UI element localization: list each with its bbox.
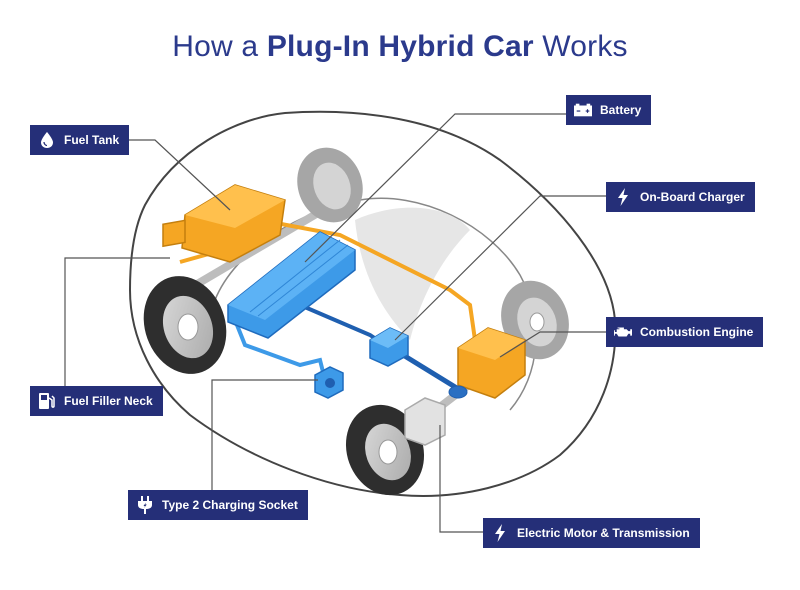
label-engine: Combustion Engine [606,317,764,347]
title-suffix: Works [533,30,628,63]
label-filler-text: Fuel Filler Neck [64,394,153,408]
leader-socket [211,379,318,497]
label-filler: Fuel Filler Neck [30,386,163,416]
fuel-tank-shape [181,184,286,263]
title-bold: Plug-In Hybrid Car [266,30,534,63]
battery-shape [227,231,356,339]
label-motor: Electric Motor & Transmission [483,518,700,548]
socket-shape [314,366,344,399]
leader-lines [64,113,608,533]
fuel-line [259,218,477,341]
leader-engine [499,331,608,358]
socket-cable [233,319,327,381]
label-charger-text: On-Board Charger [640,190,745,204]
leader-fuel-tank [126,139,231,211]
label-motor-text: Electric Motor & Transmission [517,526,690,540]
battery-icon [574,100,592,120]
motor-shape [404,385,468,446]
fuel-drop-icon [38,130,56,150]
watermark-swoosh [355,207,470,340]
lightning-icon [614,187,632,207]
label-engine-text: Combustion Engine [640,325,754,339]
title-prefix: How a [172,30,267,63]
fuel-filler-neck-shape [162,219,186,248]
engine-icon [614,322,632,342]
leader-battery [304,113,568,263]
lightning-icon [491,523,509,543]
label-battery: Battery [566,95,652,125]
charger-shape [369,327,409,367]
leader-charger [394,195,608,341]
fuel-pump-icon [38,391,56,411]
engine-shape [457,327,526,399]
leader-motor [439,425,484,533]
wheel-rear-right [297,147,363,223]
wheel-rear-left [143,276,227,374]
label-fuel-tank-text: Fuel Tank [64,133,120,147]
label-socket: Type 2 Charging Socket [128,490,308,520]
label-battery-text: Battery [600,103,642,117]
label-fuel-tank: Fuel Tank [30,125,130,155]
label-socket-text: Type 2 Charging Socket [162,498,298,512]
plug-icon [136,495,154,515]
label-charger: On-Board Charger [606,182,755,212]
page-title: How a Plug-In Hybrid Car Works [0,30,800,64]
car-body-outline [128,110,617,497]
leader-filler [64,257,170,388]
